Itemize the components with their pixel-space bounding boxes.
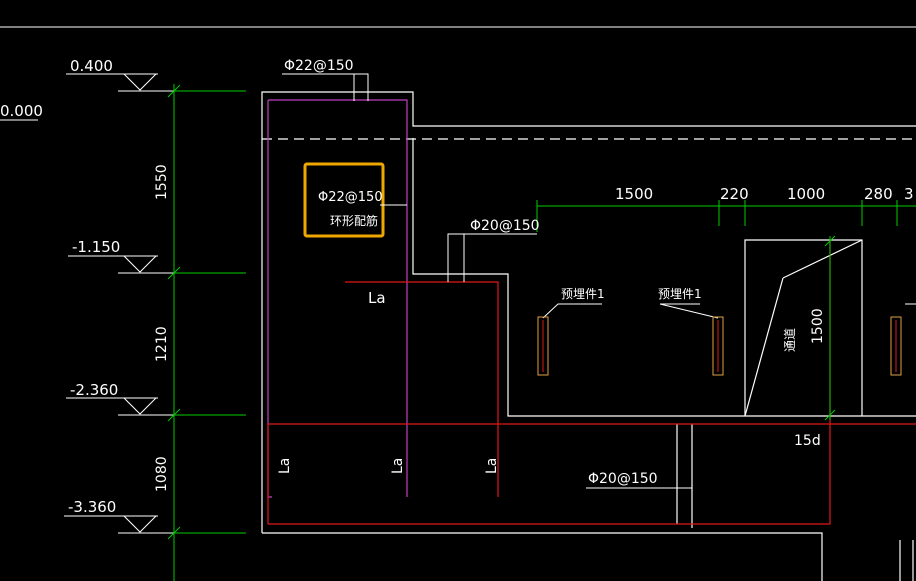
rebar-callout-highlight[interactable]: Φ22@150 环形配筋 <box>303 162 407 238</box>
callout-label: Φ20@150 <box>588 471 658 487</box>
callout-label: Φ22@150 <box>318 190 383 205</box>
elevation-marker-left: 0.000 <box>0 102 43 121</box>
rebar-callout-top: Φ22@150 <box>282 58 369 101</box>
embed-label: 预埋件1 <box>561 287 605 301</box>
dimension-text: 1500 <box>810 308 826 344</box>
dimension-text: 220 <box>720 185 749 203</box>
vertical-dimension-chain: 1550 1210 1080 <box>154 84 246 581</box>
dimension-text: 3 <box>904 185 914 203</box>
dimension-text: 1210 <box>154 326 170 362</box>
elevation-label: 0.000 <box>0 102 43 120</box>
passage-label: 通道 <box>783 328 797 352</box>
embed-part-1: 预埋件1 <box>537 287 605 376</box>
rebar-callout-bottom: Φ20@150 <box>586 471 692 489</box>
anchor-length-label: 15d <box>794 433 821 449</box>
rebar-callout-mid: Φ20@150 <box>447 218 540 282</box>
elevation-marker-3: -3.360 <box>64 498 246 534</box>
dimension-text: 1000 <box>787 185 825 203</box>
elevation-label: -2.360 <box>70 381 118 399</box>
highlight-box[interactable] <box>303 162 385 238</box>
embed-label: 预埋件1 <box>658 287 702 301</box>
callout-label: Φ22@150 <box>284 58 354 74</box>
la-label: La <box>484 458 500 474</box>
embed-part-3 <box>890 303 916 376</box>
dimension-text: 1080 <box>154 456 170 492</box>
elevation-marker-2: -2.360 <box>66 381 246 416</box>
la-label: La <box>390 458 406 474</box>
horizontal-dimension-chain: 1500 220 1000 280 3 <box>536 185 916 232</box>
elevation-marker-top: 0.400 <box>66 57 246 92</box>
callout-label: 环形配筋 <box>330 213 378 228</box>
elevation-label: 0.400 <box>70 57 113 75</box>
dimension-text: 280 <box>864 185 893 203</box>
la-label: La <box>368 289 386 307</box>
vertical-dimension-right: 1500 <box>810 235 836 421</box>
dimension-text: 1550 <box>154 164 170 200</box>
callout-label: Φ20@150 <box>470 218 540 234</box>
elevation-marker-1: -1.150 <box>68 238 246 274</box>
elevation-label: -1.150 <box>72 238 120 256</box>
dimension-text: 1500 <box>615 185 653 203</box>
embed-part-2: 预埋件1 <box>658 287 724 376</box>
la-label: La <box>277 458 293 474</box>
elevation-label: -3.360 <box>68 498 116 516</box>
structure-outline <box>261 91 916 581</box>
